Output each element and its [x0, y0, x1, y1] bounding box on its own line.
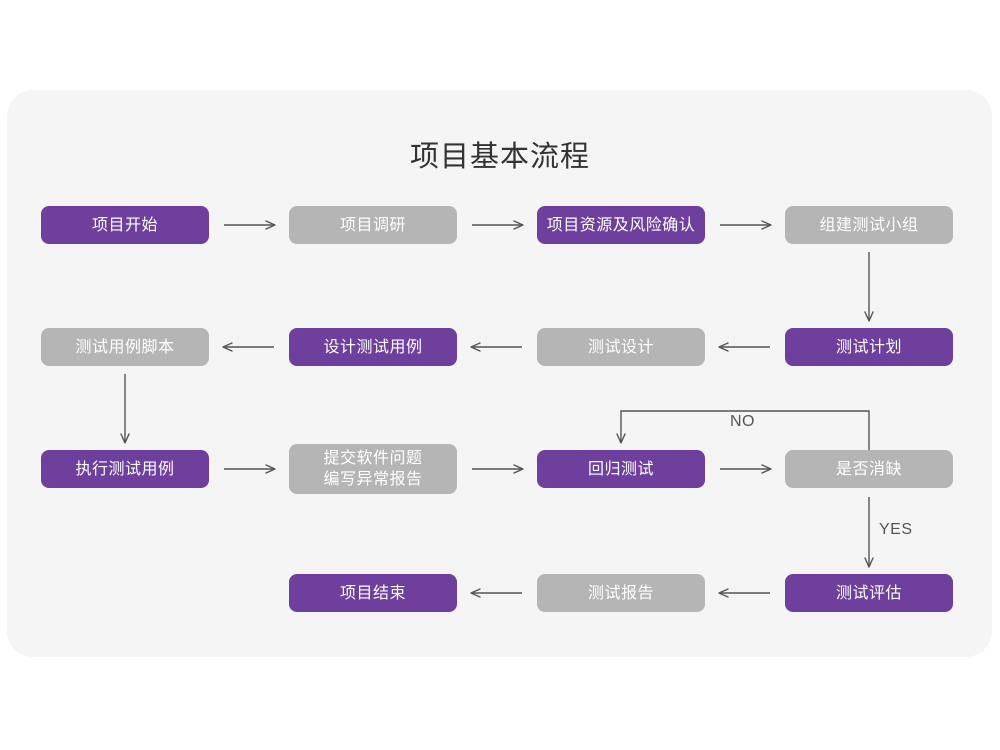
- node-build-test-team[interactable]: 组建测试小组: [785, 206, 953, 244]
- node-project-start[interactable]: 项目开始: [41, 206, 209, 244]
- node-test-design[interactable]: 测试设计: [537, 328, 705, 366]
- page-title: 项目基本流程: [409, 141, 590, 173]
- diagram-panel: [7, 90, 992, 657]
- edge-label-no: NO: [730, 413, 755, 430]
- node-test-report[interactable]: 测试报告: [537, 574, 705, 612]
- node-project-end[interactable]: 项目结束: [289, 574, 457, 612]
- node-defects-cleared[interactable]: 是否消缺: [785, 450, 953, 488]
- node-test-evaluation[interactable]: 测试评估: [785, 574, 953, 612]
- node-project-research[interactable]: 项目调研: [289, 206, 457, 244]
- node-design-test-cases[interactable]: 设计测试用例: [289, 328, 457, 366]
- node-resource-risk-confirm[interactable]: 项目资源及风险确认: [537, 206, 705, 244]
- node-execute-test-cases[interactable]: 执行测试用例: [41, 450, 209, 488]
- edge-label-yes: YES: [879, 521, 913, 538]
- node-regression-test[interactable]: 回归测试: [537, 450, 705, 488]
- node-test-plan[interactable]: 测试计划: [785, 328, 953, 366]
- node-submit-issues-report[interactable]: 提交软件问题 编写异常报告: [289, 444, 457, 494]
- node-test-case-scripts[interactable]: 测试用例脚本: [41, 328, 209, 366]
